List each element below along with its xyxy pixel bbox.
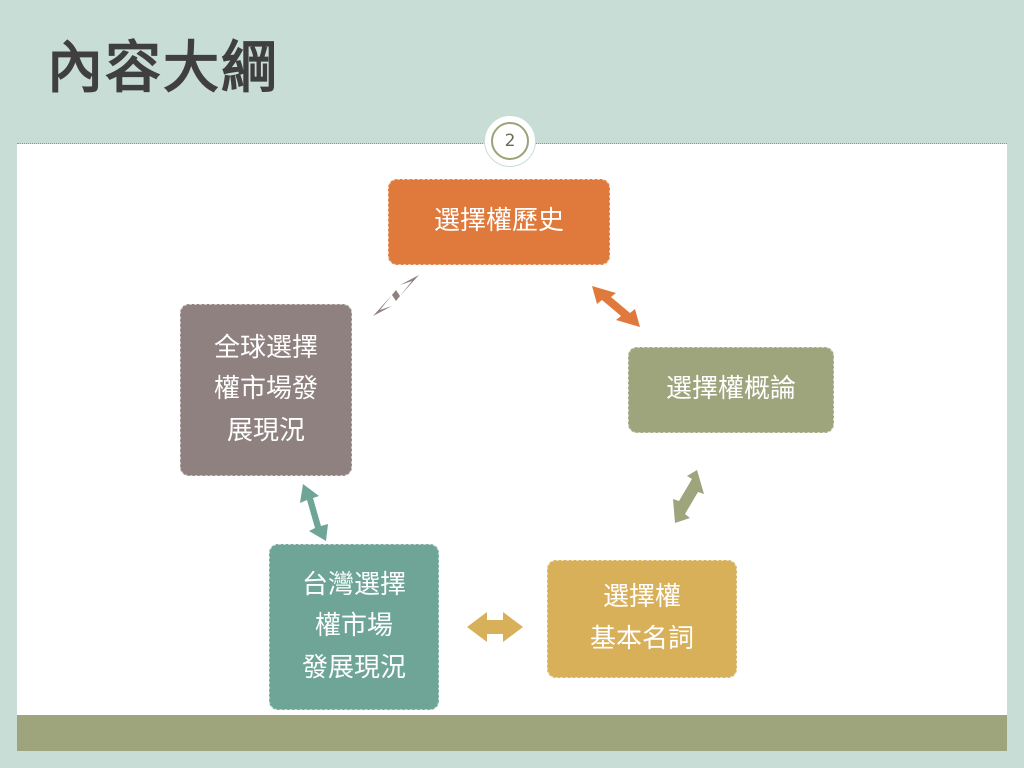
node-global-options-market: 全球選擇 權市場發 展現況 xyxy=(180,304,352,476)
node-options-history: 選擇權歷史 xyxy=(388,179,610,265)
node-taiwan-options-market: 台灣選擇 權市場 發展現況 xyxy=(269,544,439,710)
footer-bar xyxy=(17,715,1007,751)
page-number: 2 xyxy=(491,122,529,160)
node-options-basic-terms: 選擇權 基本名詞 xyxy=(547,560,737,678)
page-number-badge: 2 xyxy=(484,115,536,167)
slide: 內容大綱 2 xyxy=(17,17,1007,751)
slide-title: 內容大綱 xyxy=(47,36,279,101)
node-options-overview: 選擇權概論 xyxy=(628,347,834,433)
